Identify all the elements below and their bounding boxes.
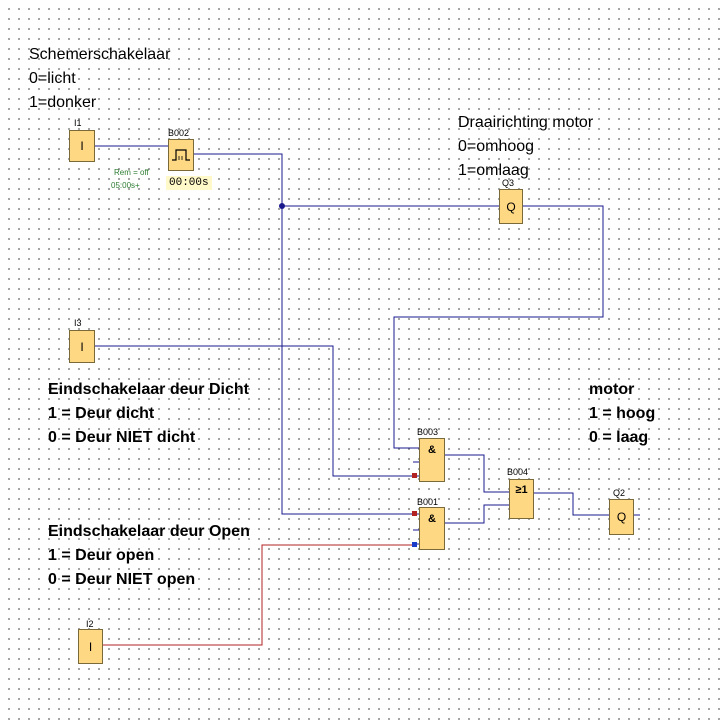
wire-b003-b004 — [445, 454, 509, 493]
and-block-b003[interactable]: & — [419, 438, 445, 482]
input-symbol: I — [88, 639, 93, 654]
wire-b002-out — [194, 153, 283, 206]
dicht-state-1: 1 = Deur dicht — [48, 405, 155, 422]
input-block-i2[interactable]: I — [78, 629, 103, 664]
output-symbol: Q — [506, 199, 516, 214]
b001-tag: B001 — [417, 497, 439, 507]
output-block-q2[interactable]: Q — [609, 499, 634, 535]
pulse-icon — [172, 149, 190, 161]
or-block-b004[interactable]: ≥1 — [509, 479, 534, 519]
b003-tag: B003 — [417, 427, 439, 437]
output-block-q3[interactable]: Q — [499, 189, 523, 224]
wire-i3-b003 — [95, 345, 419, 477]
timer-block-b002[interactable] — [168, 139, 194, 171]
motor-state-1: 1 = hoog — [589, 405, 656, 422]
i2-tag: I2 — [86, 619, 94, 629]
motor-title: motor — [589, 381, 635, 398]
and-symbol: & — [428, 513, 436, 525]
wire-junction-dot — [279, 203, 285, 209]
open-state-0: 0 = Deur NIET open — [48, 571, 196, 588]
b002-current-value: 00:00s — [166, 176, 212, 190]
q2-tag: Q2 — [613, 488, 626, 498]
schemer-state-0: 0=licht — [29, 70, 76, 87]
dicht-title: Eindschakelaar deur Dicht — [48, 381, 249, 398]
input-symbol: I — [80, 139, 84, 153]
q3-tag: Q3 — [502, 178, 515, 188]
b002-tag: B002 — [168, 128, 190, 138]
input-block-i1[interactable]: I — [69, 130, 95, 162]
or-symbol: ≥1 — [515, 484, 528, 496]
i3-tag: I3 — [74, 318, 82, 328]
and-block-b001[interactable]: & — [419, 507, 445, 550]
b004-tag: B004 — [507, 467, 529, 477]
b002-time-param: 05:00s+ — [111, 181, 140, 190]
open-state-1: 1 = Deur open — [48, 547, 155, 564]
input-symbol: I — [80, 339, 84, 354]
draai-state-1: 1=omlaag — [458, 162, 529, 179]
b002-rem-param: Rem = off — [114, 168, 149, 177]
schemer-title: Schemerschakelaar — [29, 46, 171, 63]
wire-q3-b003 — [393, 205, 604, 449]
input-block-i3[interactable]: I — [69, 330, 95, 363]
dicht-state-0: 0 = Deur NIET dicht — [48, 429, 196, 446]
wire-junction-b001 — [281, 206, 419, 515]
wire-i2-b001 — [103, 544, 413, 646]
motor-state-0: 0 = laag — [589, 429, 649, 446]
i1-tag: I1 — [74, 118, 82, 128]
schemer-state-1: 1=donker — [29, 94, 97, 111]
draai-state-0: 0=omhoog — [458, 138, 535, 155]
wire-b001-b004 — [445, 504, 509, 524]
open-title: Eindschakelaar deur Open — [48, 523, 250, 540]
draai-title: Draairichting motor — [458, 114, 594, 131]
output-symbol: Q — [616, 510, 627, 524]
and-symbol: & — [428, 444, 436, 456]
wire-b004-q2 — [534, 492, 609, 516]
